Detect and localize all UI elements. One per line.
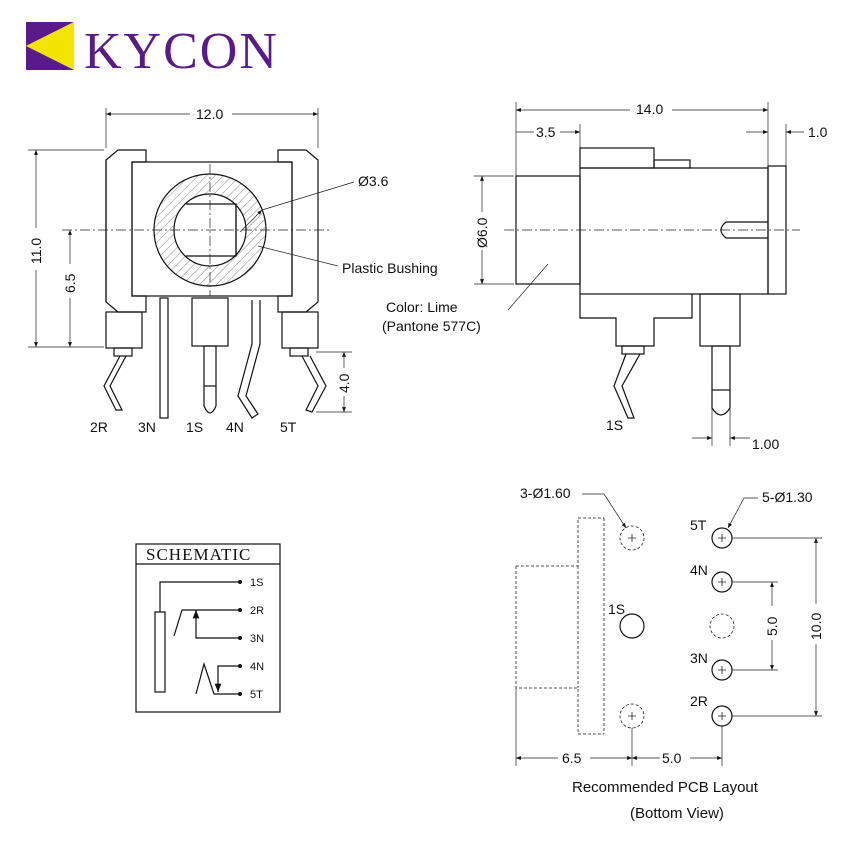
bore-dim-label: Ø3.6: [358, 173, 389, 189]
rear-dim: 1.0: [808, 124, 828, 140]
pin-length-dim: 4.0: [336, 373, 352, 393]
pcb-pin-1s: 1S: [608, 601, 625, 617]
front-pin-2r: 2R: [90, 419, 108, 435]
pcb-pin-2r: 2R: [690, 693, 708, 709]
pcb-pin-4n: 4N: [690, 562, 708, 578]
side-length-dim: 14.0: [636, 101, 663, 117]
pcb-caption-line2: (Bottom View): [630, 805, 724, 822]
pin-width-dim: 1.00: [752, 436, 779, 452]
pcb-caption-line1: Recommended PCB Layout: [572, 779, 759, 796]
pcb-dim-65: 6.5: [562, 750, 582, 766]
front-pin-3n: 3N: [138, 419, 156, 435]
front-center-dim: 6.5: [62, 273, 78, 293]
side-view: 14.0 3.5 1.0 Ø6.0 1.00: [382, 101, 828, 452]
schem-pin-2r: 2R: [250, 605, 264, 617]
schem-pin-5t: 5T: [250, 689, 263, 701]
front-view: 12.0 11.0 6.5 Ø3.6 Plastic Bu: [28, 106, 438, 435]
schem-pin-4n: 4N: [250, 661, 264, 673]
schem-pin-3n: 3N: [250, 633, 264, 645]
side-diameter-dim: Ø6.0: [474, 217, 490, 248]
bushing-length-dim: 3.5: [536, 124, 556, 140]
front-width-dim: 12.0: [196, 106, 223, 122]
front-height-dim: 11.0: [28, 238, 44, 264]
color-label-line2: (Pantone 577C): [382, 318, 481, 334]
front-pin-4n: 4N: [226, 419, 244, 435]
pcb-layout: 3-Ø1.60 5-Ø1.30 5T 4N 1S 3N 2R 5.0 10.0 …: [515, 485, 824, 822]
kycon-logo: KYCON: [26, 22, 279, 80]
pcb-dim-50b: 5.0: [662, 750, 682, 766]
front-pin-5t: 5T: [280, 419, 297, 435]
schem-pin-1s: 1S: [250, 577, 263, 589]
schematic: SCHEMATIC 1S 2R 3N 4N 5T: [135, 543, 281, 713]
side-pin-1s: 1S: [606, 417, 623, 433]
pcb-dim-5: 5.0: [764, 616, 780, 636]
schematic-title: SCHEMATIC: [146, 545, 251, 564]
pcb-pin-5t: 5T: [690, 517, 707, 533]
hole-group-a-label: 3-Ø1.60: [520, 485, 571, 501]
hole-group-b-label: 5-Ø1.30: [762, 489, 813, 505]
color-label-line1: Color: Lime: [386, 299, 458, 315]
brand-name: KYCON: [84, 23, 279, 80]
bushing-label: Plastic Bushing: [342, 260, 438, 276]
pcb-pin-3n: 3N: [690, 650, 708, 666]
front-pin-1s: 1S: [186, 419, 203, 435]
pcb-dim-10: 10.0: [808, 613, 824, 640]
